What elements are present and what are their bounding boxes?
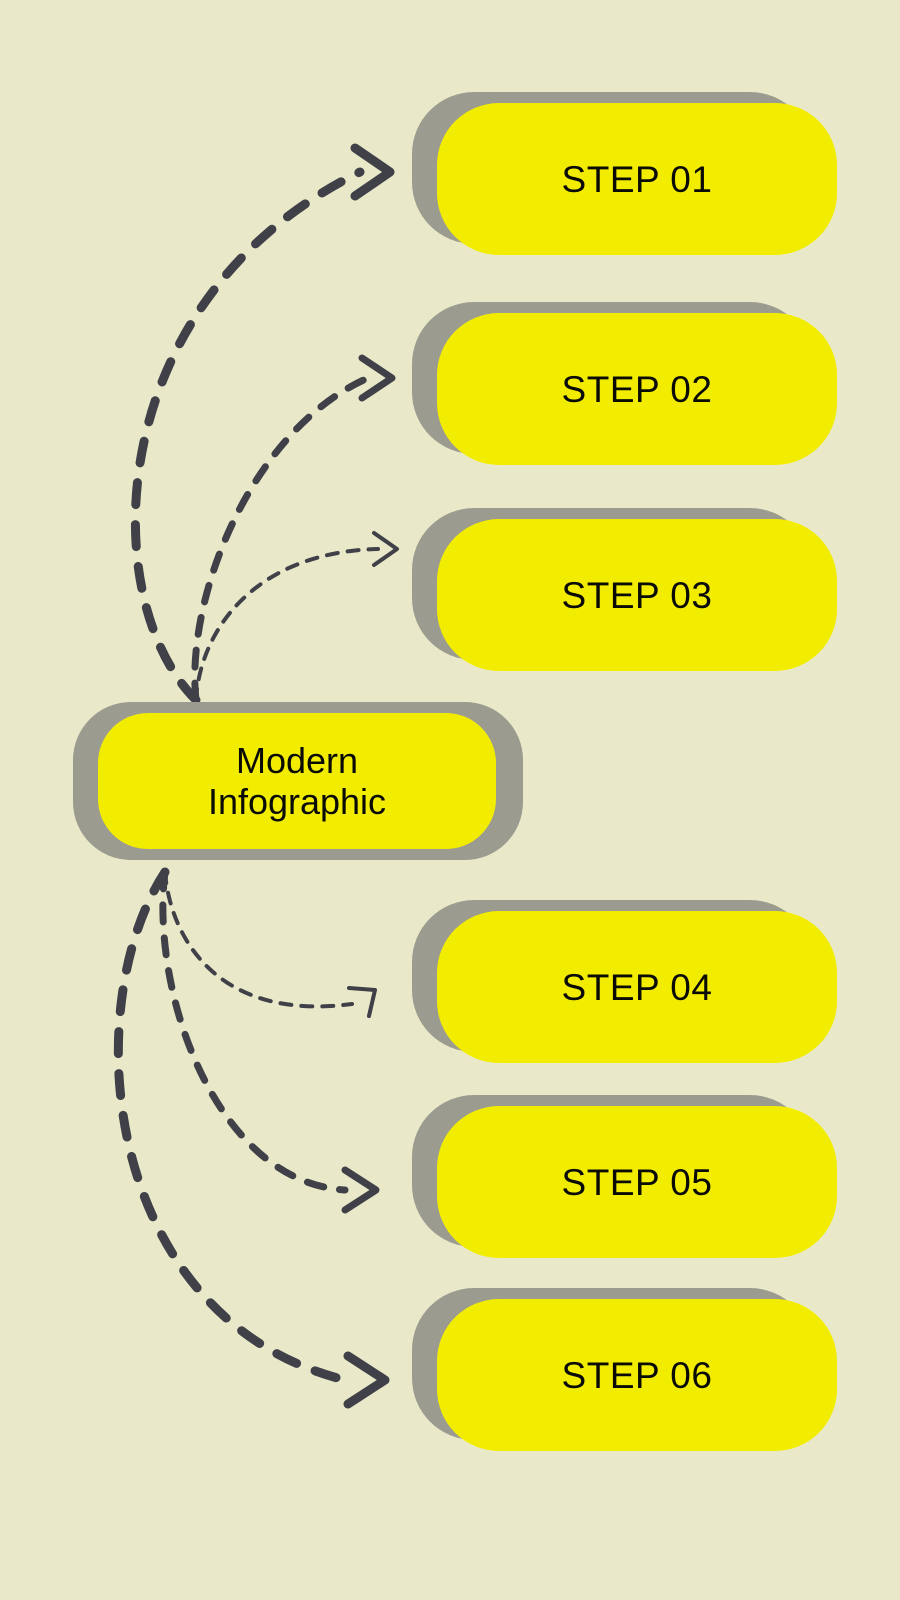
step-node-5[interactable]: STEP 05 <box>412 1095 837 1258</box>
step-label-6: STEP 06 <box>561 1354 713 1396</box>
step-node-6-face: STEP 06 <box>437 1299 837 1451</box>
connector-to-step-03 <box>194 531 399 702</box>
connector-to-step-02 <box>191 354 396 704</box>
connector-to-step-05 <box>159 868 380 1214</box>
step-node-5-face: STEP 05 <box>437 1106 837 1258</box>
step-node-3-face: STEP 03 <box>437 519 837 671</box>
step-node-4[interactable]: STEP 04 <box>412 900 837 1063</box>
step-node-3[interactable]: STEP 03 <box>412 508 837 671</box>
connector-to-step-04 <box>163 870 377 1018</box>
center-node-title-line-2: Infographic <box>207 781 387 822</box>
center-node-title-line-1: Modern <box>235 739 359 781</box>
step-node-1-face: STEP 01 <box>437 103 837 255</box>
step-label-1: STEP 01 <box>561 158 713 200</box>
step-node-4-face: STEP 04 <box>437 911 837 1063</box>
step-label-2: STEP 02 <box>561 368 713 410</box>
step-node-6[interactable]: STEP 06 <box>412 1288 837 1451</box>
step-node-2-face: STEP 02 <box>437 313 837 465</box>
step-node-2[interactable]: STEP 02 <box>412 302 837 465</box>
step-label-3: STEP 03 <box>561 574 713 616</box>
connector-to-step-01 <box>131 143 395 705</box>
step-label-5: STEP 05 <box>561 1161 713 1203</box>
connector-to-step-06 <box>113 867 390 1409</box>
step-node-1[interactable]: STEP 01 <box>412 92 837 255</box>
step-label-4: STEP 04 <box>561 966 713 1008</box>
